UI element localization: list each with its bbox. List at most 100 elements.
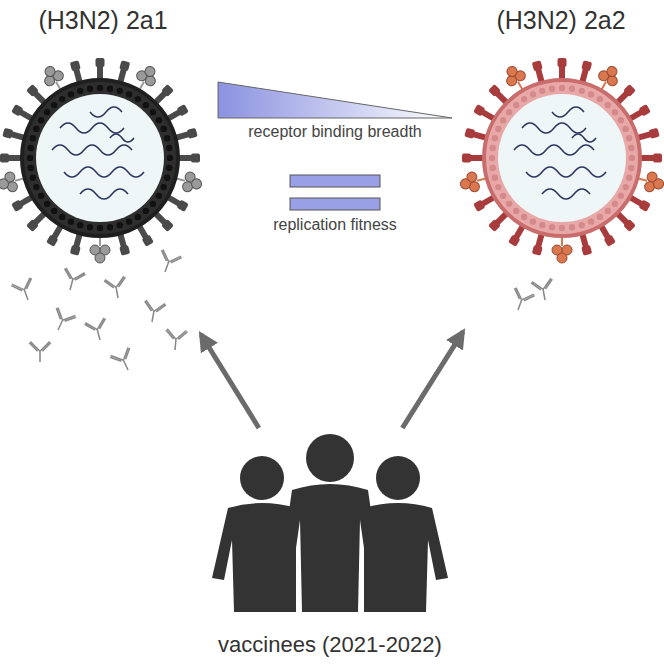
matrix-dot [160, 126, 166, 132]
virus-2a2 [458, 58, 664, 263]
matrix-dot [33, 184, 39, 190]
envelope [22, 80, 178, 236]
matrix-dot [167, 155, 173, 161]
matrix-dot [107, 224, 113, 230]
matrix-dot [539, 222, 545, 228]
arrow-connector [201, 334, 259, 428]
antibody [164, 329, 187, 351]
matrix-dot [495, 184, 501, 190]
matrix-dot [597, 96, 603, 102]
matrix-dot [492, 175, 498, 181]
breadth-wedge [218, 82, 452, 118]
matrix-dot [59, 96, 65, 102]
surface-protein [558, 58, 567, 81]
matrix-dot [135, 214, 141, 220]
antibody [104, 276, 129, 300]
equal-bar [290, 175, 380, 187]
antibody [60, 267, 86, 292]
matrix-dot [51, 208, 57, 214]
matrix-dot [150, 109, 156, 115]
matrix-dot [126, 91, 132, 97]
matrix-dot [143, 102, 149, 108]
head [240, 456, 284, 500]
matrix-dot [549, 224, 555, 230]
envelope [484, 80, 640, 236]
matrix-dot [143, 208, 149, 214]
surface-protein [96, 58, 105, 81]
rna-segment [110, 134, 134, 142]
surface-protein [552, 236, 572, 263]
matrix-dot [490, 165, 496, 171]
strain-label: (H3N2) 2a2 [496, 6, 625, 35]
comparison-label: receptor binding breadth [248, 123, 421, 141]
matrix-dot [521, 96, 527, 102]
matrix-dot [164, 175, 170, 181]
antibody [29, 342, 51, 362]
matrix-dot [97, 85, 103, 91]
strain-label: (H3N2) 2a1 [38, 6, 167, 35]
core [498, 94, 626, 222]
matrix-dot [569, 224, 575, 230]
matrix-dot [530, 218, 536, 224]
antibody [110, 347, 138, 375]
body [212, 503, 296, 612]
matrix-dot [549, 86, 555, 92]
matrix-dot [495, 126, 501, 132]
matrix-dot [164, 135, 170, 141]
matrix-dot [579, 222, 585, 228]
matrix-dot [500, 193, 506, 199]
matrix-dot [51, 102, 57, 108]
matrix-dot [506, 201, 512, 207]
rna-segment [552, 107, 584, 117]
matrix-dot [629, 155, 635, 161]
virus-node: (H3N2) 2a1 [5, 6, 201, 346]
matrix-dot [126, 218, 132, 224]
matrix-dot [150, 201, 156, 207]
matrix-dot [28, 145, 34, 151]
matrix-dot [521, 214, 527, 220]
matrix-dot [597, 214, 603, 220]
antibody [11, 277, 38, 304]
matrix-dot [68, 91, 74, 97]
matrix-dot [489, 155, 495, 161]
virus-2a1 [0, 58, 204, 263]
matrix-dot [87, 86, 93, 92]
matrix-dot [107, 86, 113, 92]
matrix-dot [559, 225, 565, 231]
matrix-dot [68, 218, 74, 224]
rna-segment [572, 134, 596, 142]
matrix-dot [605, 208, 611, 214]
matrix-dot [38, 193, 44, 199]
body [364, 503, 448, 612]
antibody [155, 249, 182, 276]
people-figures [212, 434, 448, 612]
surface-protein [639, 154, 662, 163]
antibody [48, 307, 76, 335]
matrix-dot [579, 88, 585, 94]
rna-segment [80, 189, 128, 199]
matrix-dot [117, 222, 123, 228]
comparison-label: replication fitness [273, 216, 397, 234]
matrix-dot [87, 224, 93, 230]
matrix-dot [135, 96, 141, 102]
matrix-dot [500, 117, 506, 123]
matrix-dot [626, 175, 632, 181]
rna-segment [90, 107, 122, 117]
matrix-dot [605, 102, 611, 108]
matrix-dot [156, 117, 162, 123]
matrix-dot [117, 88, 123, 94]
matrix-dot [160, 184, 166, 190]
matrix-dot [166, 165, 172, 171]
matrix-dot [166, 145, 172, 151]
body [282, 484, 378, 612]
rna-segment [514, 145, 594, 155]
core [36, 94, 164, 222]
matrix-dot [77, 222, 83, 228]
matrix-dot [513, 102, 519, 108]
group-label: vaccinees (2021-2022) [218, 632, 442, 658]
antibody [508, 287, 535, 314]
antibodies [11, 249, 556, 374]
matrix-dot [622, 126, 628, 132]
